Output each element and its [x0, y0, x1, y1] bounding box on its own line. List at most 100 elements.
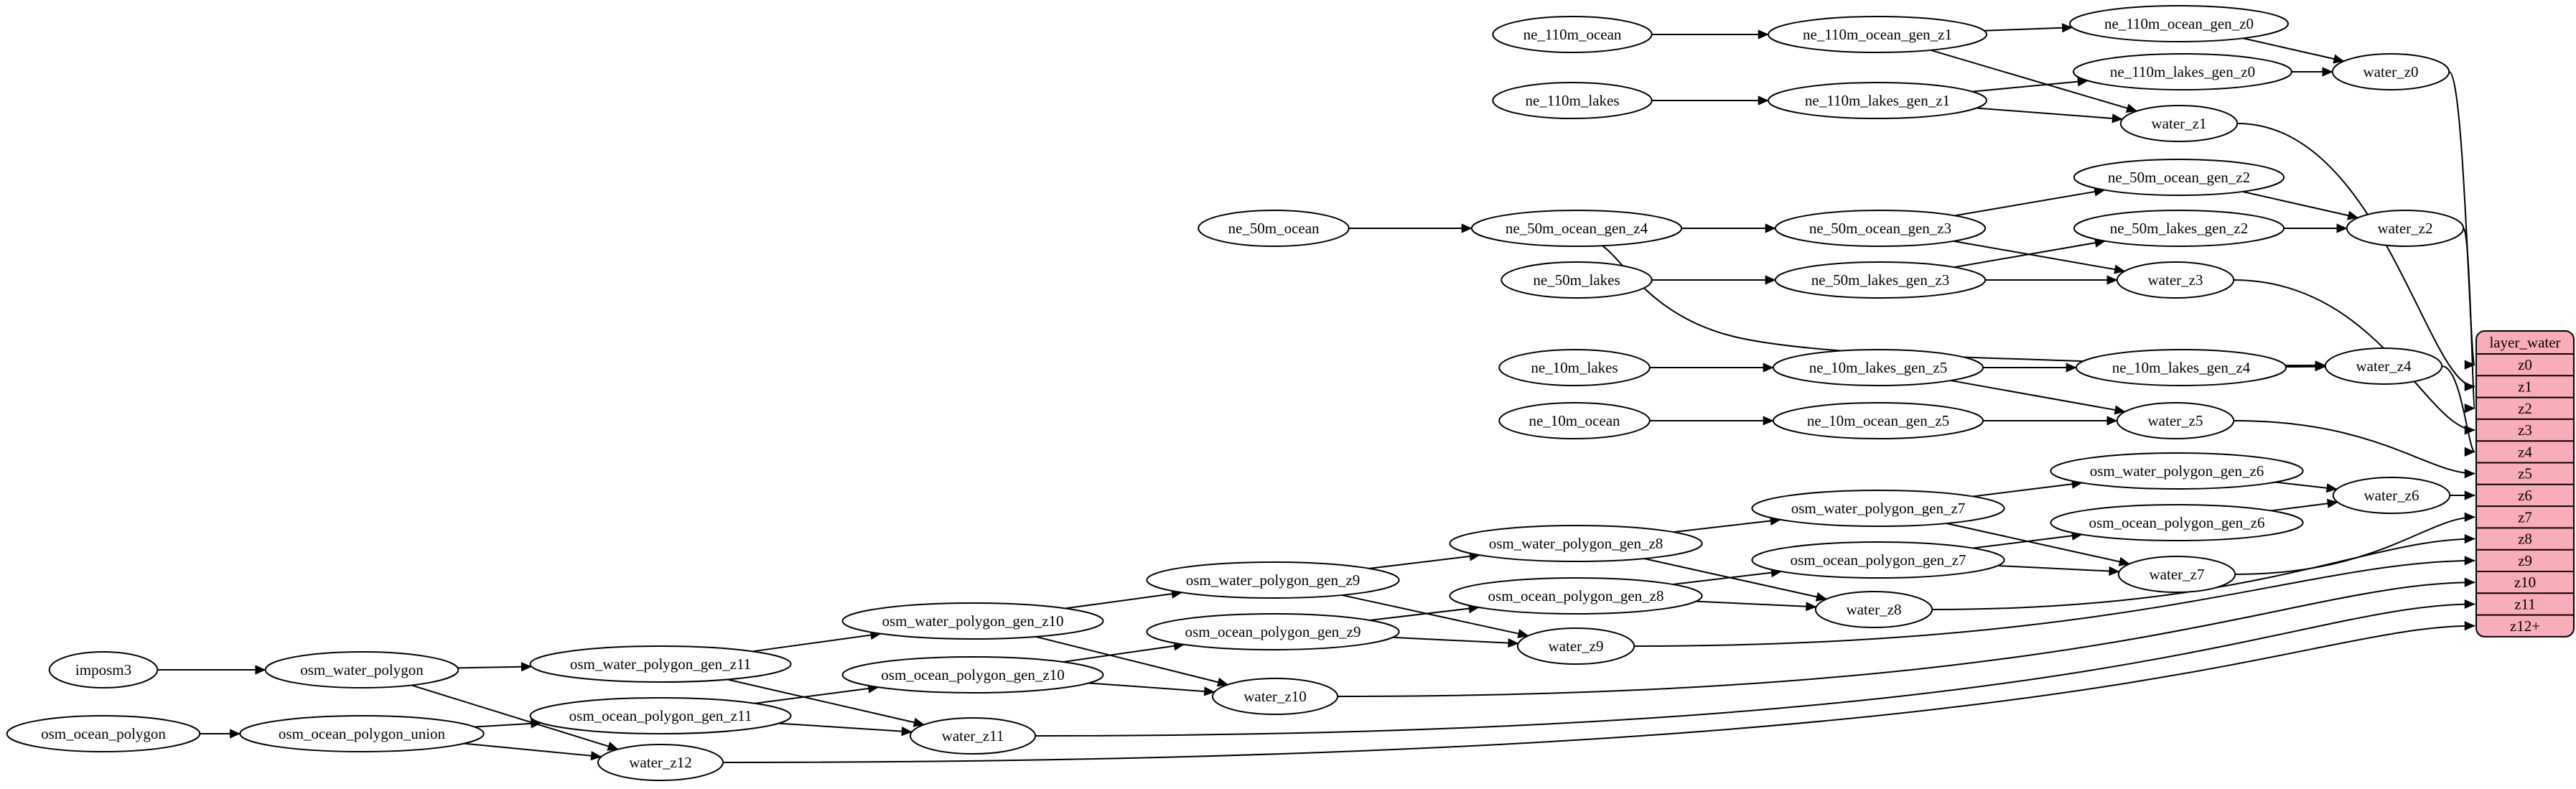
node-osm_water_polygon_gen_z8: osm_water_polygon_gen_z8: [1449, 525, 1703, 562]
table-row-z9: z9: [2518, 552, 2532, 569]
node-label-osm_water_polygon_gen_z10: osm_water_polygon_gen_z10: [882, 612, 1063, 630]
node-ellipse-ne_10m_ocean_gen_z5: [1772, 402, 1984, 439]
edge-osm_ocean_polygon_gen_z7-osm_ocean_polygon_gen_z6: [1972, 531, 2083, 549]
node-water_z1: water_z1: [2119, 105, 2239, 142]
node-ellipse-osm_ocean_polygon: [6, 715, 201, 752]
node-label-water_z11: water_z11: [942, 727, 1004, 744]
node-ellipse-osm_ocean_polygon_gen_z11: [529, 697, 792, 734]
node-label-osm_ocean_polygon_gen_z8: osm_ocean_polygon_gen_z8: [1488, 587, 1664, 604]
node-imposm3: imposm3: [48, 651, 159, 688]
edge-ne_50m_ocean_gen_z2-water_z2: [2242, 190, 2359, 220]
table-row-z11: z11: [2514, 595, 2536, 612]
node-label-ne_50m_ocean: ne_50m_ocean: [1228, 220, 1320, 237]
node-label-ne_50m_lakes: ne_50m_lakes: [1533, 271, 1620, 289]
node-label-water_z7: water_z7: [2150, 566, 2205, 583]
node-osm_water_polygon_gen_z7: osm_water_polygon_gen_z7: [1751, 490, 2005, 527]
edge-water_z7-layer_water-z7: [2235, 512, 2475, 575]
node-ellipse-osm_water_polygon_gen_z10: [841, 602, 1104, 640]
node-water_z2: water_z2: [2346, 210, 2465, 247]
edge-water_z1-layer_water-z1: [2237, 123, 2475, 391]
edge-osm_water_polygon_gen_z7-water_z7: [1946, 523, 2130, 566]
node-ellipse-water_z5: [2116, 402, 2235, 439]
node-ellipse-ne_110m_lakes_gen_z0: [2073, 53, 2292, 90]
table-row-z10: z10: [2514, 574, 2536, 591]
node-water_z8: water_z8: [1814, 591, 1933, 628]
edge-ne_110m_lakes_gen_z1-ne_110m_lakes_gen_z0: [1971, 77, 2089, 93]
node-label-osm_ocean_polygon_gen_z6: osm_ocean_polygon_gen_z6: [2089, 514, 2265, 531]
edge-osm_water_polygon_gen_z9-osm_water_polygon_gen_z8: [1368, 551, 1480, 569]
edge-water_z4-layer_water-z4: [2441, 365, 2475, 457]
node-ellipse-ne_50m_ocean: [1198, 210, 1350, 247]
table-row-z12+: z12+: [2510, 617, 2540, 635]
node-ellipse-water_z1: [2119, 105, 2239, 142]
node-label-osm_water_polygon_gen_z11: osm_water_polygon_gen_z11: [570, 655, 751, 673]
node-ellipse-ne_10m_lakes: [1498, 349, 1651, 386]
node-label-water_z12: water_z12: [629, 754, 691, 771]
edge-osm_ocean_polygon_gen_z9-osm_ocean_polygon_gen_z8: [1369, 604, 1480, 622]
edge-water_z8-layer_water-z8: [1932, 533, 2475, 610]
node-label-imposm3: imposm3: [75, 661, 131, 678]
node-water_z7: water_z7: [2117, 556, 2236, 593]
node-label-osm_ocean_polygon_union: osm_ocean_polygon_union: [279, 725, 446, 742]
node-ellipse-osm_ocean_polygon_union: [239, 715, 485, 752]
node-ellipse-osm_ocean_polygon_gen_z10: [841, 656, 1104, 694]
node-ne_50m_ocean_gen_z2: ne_50m_ocean_gen_z2: [2073, 159, 2285, 196]
layer-water-table: layer_waterz0z1z2z3z4z5z6z7z8z9z10z11z12…: [2475, 330, 2575, 638]
node-ellipse-water_z6: [2332, 477, 2451, 514]
node-osm_ocean_polygon_union: osm_ocean_polygon_union: [239, 715, 485, 752]
node-osm_ocean_polygon_gen_z8: osm_ocean_polygon_gen_z8: [1449, 577, 1703, 615]
node-label-osm_water_polygon_gen_z7: osm_water_polygon_gen_z7: [1791, 500, 1966, 517]
node-ellipse-ne_110m_lakes_gen_z1: [1768, 82, 1987, 119]
node-ellipse-ne_50m_ocean_gen_z3: [1774, 210, 1987, 247]
node-water_z3: water_z3: [2116, 261, 2235, 299]
node-osm_water_polygon_gen_z11: osm_water_polygon_gen_z11: [529, 645, 792, 683]
node-water_z6: water_z6: [2332, 477, 2451, 514]
node-ellipse-water_z3: [2116, 261, 2235, 299]
node-water_z10: water_z10: [1211, 678, 1339, 715]
edge-ne_50m_ocean_gen_z4-water_z4: [1602, 245, 2326, 370]
edge-osm_ocean_polygon_gen_z8-water_z8: [1696, 600, 1817, 612]
node-label-osm_ocean_polygon_gen_z10: osm_ocean_polygon_gen_z10: [881, 666, 1064, 683]
node-ne_50m_ocean_gen_z4: ne_50m_ocean_gen_z4: [1470, 210, 1683, 247]
node-ellipse-osm_water_polygon_gen_z6: [2050, 452, 2304, 490]
node-ellipse-osm_water_polygon_gen_z8: [1449, 525, 1703, 562]
table-row-z2: z2: [2518, 400, 2532, 417]
edge-osm_ocean_polygon_gen_z8-osm_ocean_polygon_gen_z7: [1672, 568, 1782, 585]
node-ne_110m_lakes: ne_110m_lakes: [1492, 82, 1653, 119]
node-ne_110m_lakes_gen_z0: ne_110m_lakes_gen_z0: [2073, 53, 2292, 90]
node-ellipse-ne_50m_lakes: [1501, 261, 1653, 299]
table-row-z5: z5: [2518, 465, 2532, 482]
node-ellipse-water_z4: [2324, 347, 2443, 385]
node-osm_ocean_polygon: osm_ocean_polygon: [6, 715, 201, 752]
edge-osm_ocean_polygon_gen_z10-osm_ocean_polygon_gen_z9: [1063, 641, 1185, 663]
edge-osm_ocean_polygon_gen_z10-water_z10: [1088, 682, 1215, 696]
node-label-osm_water_polygon_gen_z8: osm_water_polygon_gen_z8: [1489, 535, 1663, 552]
node-osm_water_polygon_gen_z9: osm_water_polygon_gen_z9: [1146, 561, 1400, 599]
node-label-water_z10: water_z10: [1243, 688, 1306, 705]
node-ellipse-osm_ocean_polygon_gen_z8: [1449, 577, 1703, 615]
node-ellipse-osm_water_polygon_gen_z9: [1146, 561, 1400, 599]
layer-water-table-title: layer_water: [2489, 334, 2560, 351]
node-label-ne_110m_lakes: ne_110m_lakes: [1525, 92, 1619, 109]
node-label-ne_10m_ocean: ne_10m_ocean: [1529, 412, 1620, 429]
edge-ne_110m_ocean_gen_z0-water_z0: [2242, 37, 2345, 64]
node-ellipse-water_z0: [2331, 53, 2450, 90]
node-ellipse-ne_50m_lakes_gen_z2: [2073, 210, 2285, 247]
node-ellipse-osm_water_polygon_gen_z7: [1751, 490, 2005, 527]
node-label-osm_water_polygon_gen_z9: osm_water_polygon_gen_z9: [1186, 571, 1361, 589]
node-osm_water_polygon_gen_z6: osm_water_polygon_gen_z6: [2050, 452, 2304, 490]
node-label-ne_50m_lakes_gen_z2: ne_50m_lakes_gen_z2: [2110, 220, 2248, 237]
node-label-ne_110m_ocean_gen_z1: ne_110m_ocean_gen_z1: [1803, 26, 1952, 43]
node-ne_110m_ocean_gen_z1: ne_110m_ocean_gen_z1: [1768, 16, 1987, 53]
node-ellipse-ne_110m_ocean: [1492, 16, 1653, 53]
node-ellipse-water_z12: [597, 744, 724, 781]
edge-water_z9-layer_water-z9: [1634, 556, 2475, 647]
table-row-z6: z6: [2518, 487, 2532, 504]
edge-osm_water_polygon_gen_z11-water_z11: [727, 678, 925, 727]
node-ellipse-ne_110m_ocean_gen_z0: [2069, 5, 2289, 42]
node-ne_10m_ocean_gen_z5: ne_10m_ocean_gen_z5: [1772, 402, 1984, 439]
node-ne_50m_lakes_gen_z3: ne_50m_lakes_gen_z3: [1774, 261, 1987, 299]
node-ne_110m_lakes_gen_z1: ne_110m_lakes_gen_z1: [1768, 82, 1987, 119]
